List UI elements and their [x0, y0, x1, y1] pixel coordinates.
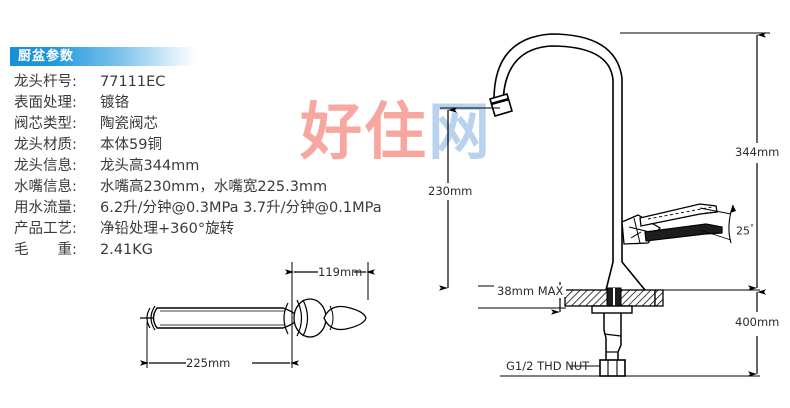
spec-value-rod-number: 77111EC	[100, 74, 166, 90]
handle-angle-value: 25	[736, 224, 750, 238]
angle-ray-lower	[699, 229, 732, 241]
angle-arc-arrow	[730, 205, 736, 213]
spec-value-surface-finish: 镀铬	[100, 95, 129, 111]
spec-panel-title: 厨盆参数	[18, 49, 75, 64]
spec-row-material: 龙头材质: 本体59铜	[14, 135, 162, 156]
dimension-overall-height	[620, 32, 770, 291]
spec-value-process: 净铅处理+360°旋转	[100, 221, 235, 237]
g12-thread-nut	[599, 359, 626, 377]
spec-value-faucet-info: 龙头高344mm	[100, 158, 200, 174]
handle-lever-down	[644, 223, 723, 242]
callout-text-thread-nut: G1/2 THD NUT	[506, 359, 590, 373]
supply-tube-right	[617, 313, 622, 360]
spec-panel-header-bar: 厨盆参数	[10, 47, 196, 66]
spec-label-rod-number: 龙头杆号:	[14, 74, 77, 90]
body-column-right	[621, 214, 646, 291]
spec-row-flow-rate: 用水流量: 6.2升/分钟@0.3MPa 3.7升/分钟@0.1MPa	[14, 198, 382, 219]
aerator-band	[490, 97, 510, 106]
spec-label-spout-info: 水嘴信息:	[14, 179, 77, 195]
dim-text-counter-thickness: 38mm MAX	[494, 285, 567, 297]
lever-handle-assembly	[621, 203, 736, 245]
topview-handle-lobe-seam	[329, 305, 334, 331]
topview-barrel-ring-b	[302, 299, 309, 337]
mounting-washer	[591, 305, 633, 314]
dim-text-handle-angle: 25°	[736, 222, 754, 238]
faucet-side-view	[489, 33, 760, 377]
topview-outlet-arc-outer	[150, 305, 156, 331]
spec-row-rod-number: 龙头杆号: 77111EC	[14, 72, 165, 93]
angle-ray-upper	[699, 207, 732, 215]
spec-value-material: 本体59铜	[100, 137, 162, 153]
handle-lever-up	[639, 203, 718, 227]
supply-tube-left	[603, 313, 607, 360]
spec-value-flow-rate: 6.2升/分钟@0.3MPa 3.7升/分钟@0.1MPa	[100, 200, 382, 216]
dim-text-overall-height: 344mm	[735, 145, 780, 159]
spec-label-gross-weight: 毛 重:	[14, 242, 77, 258]
spec-label-cartridge-type: 阀芯类型:	[14, 116, 77, 132]
handle-angle-unit: °	[750, 223, 754, 232]
dim-text-spout-height: 230mm	[428, 184, 473, 198]
spec-value-spout-info: 水嘴高230mm，水嘴宽225.3mm	[100, 179, 328, 195]
spec-label-faucet-info: 龙头信息:	[14, 158, 77, 174]
dim-text-supply-length: 400mm	[735, 315, 780, 329]
spec-label-material: 龙头材质:	[14, 137, 77, 153]
topview-handle-lobe	[323, 305, 367, 331]
topview-outlet-arc-inner	[146, 307, 151, 329]
spec-row-gross-weight: 毛 重: 2.41KG	[14, 240, 153, 261]
spec-value-gross-weight: 2.41KG	[100, 242, 154, 258]
spec-row-process: 产品工艺: 净铅处理+360°旋转	[14, 219, 234, 240]
aerator-outlet	[489, 93, 513, 117]
tube-step-upper	[603, 333, 622, 337]
faucet-top-view	[140, 262, 369, 368]
spec-row-cartridge-type: 阀芯类型: 陶瓷阀芯	[14, 114, 158, 135]
spout-inner-profile	[502, 45, 614, 214]
spec-row-surface-finish: 表面处理: 镀铬	[14, 93, 129, 114]
spec-row-faucet-info: 龙头信息: 龙头高344mm	[14, 156, 199, 177]
topview-barrel-ring-a	[296, 299, 303, 337]
body-column-left	[605, 214, 614, 291]
dim-text-spout-overall-width: 225mm	[186, 356, 231, 370]
spec-label-flow-rate: 用水流量:	[14, 200, 77, 216]
spec-label-surface-finish: 表面处理:	[14, 95, 77, 111]
spec-row-spout-info: 水嘴信息: 水嘴高230mm，水嘴宽225.3mm	[14, 177, 327, 198]
topview-barrel-ring-c	[283, 302, 289, 335]
dimension-spout-height	[439, 107, 500, 291]
spec-label-process: 产品工艺:	[14, 221, 77, 237]
spout-outer-profile	[493, 33, 623, 214]
spec-value-cartridge-type: 陶瓷阀芯	[100, 116, 158, 132]
dim-text-spout-reach-front: 119mm	[318, 265, 363, 279]
countertop-slab-right	[654, 289, 664, 307]
